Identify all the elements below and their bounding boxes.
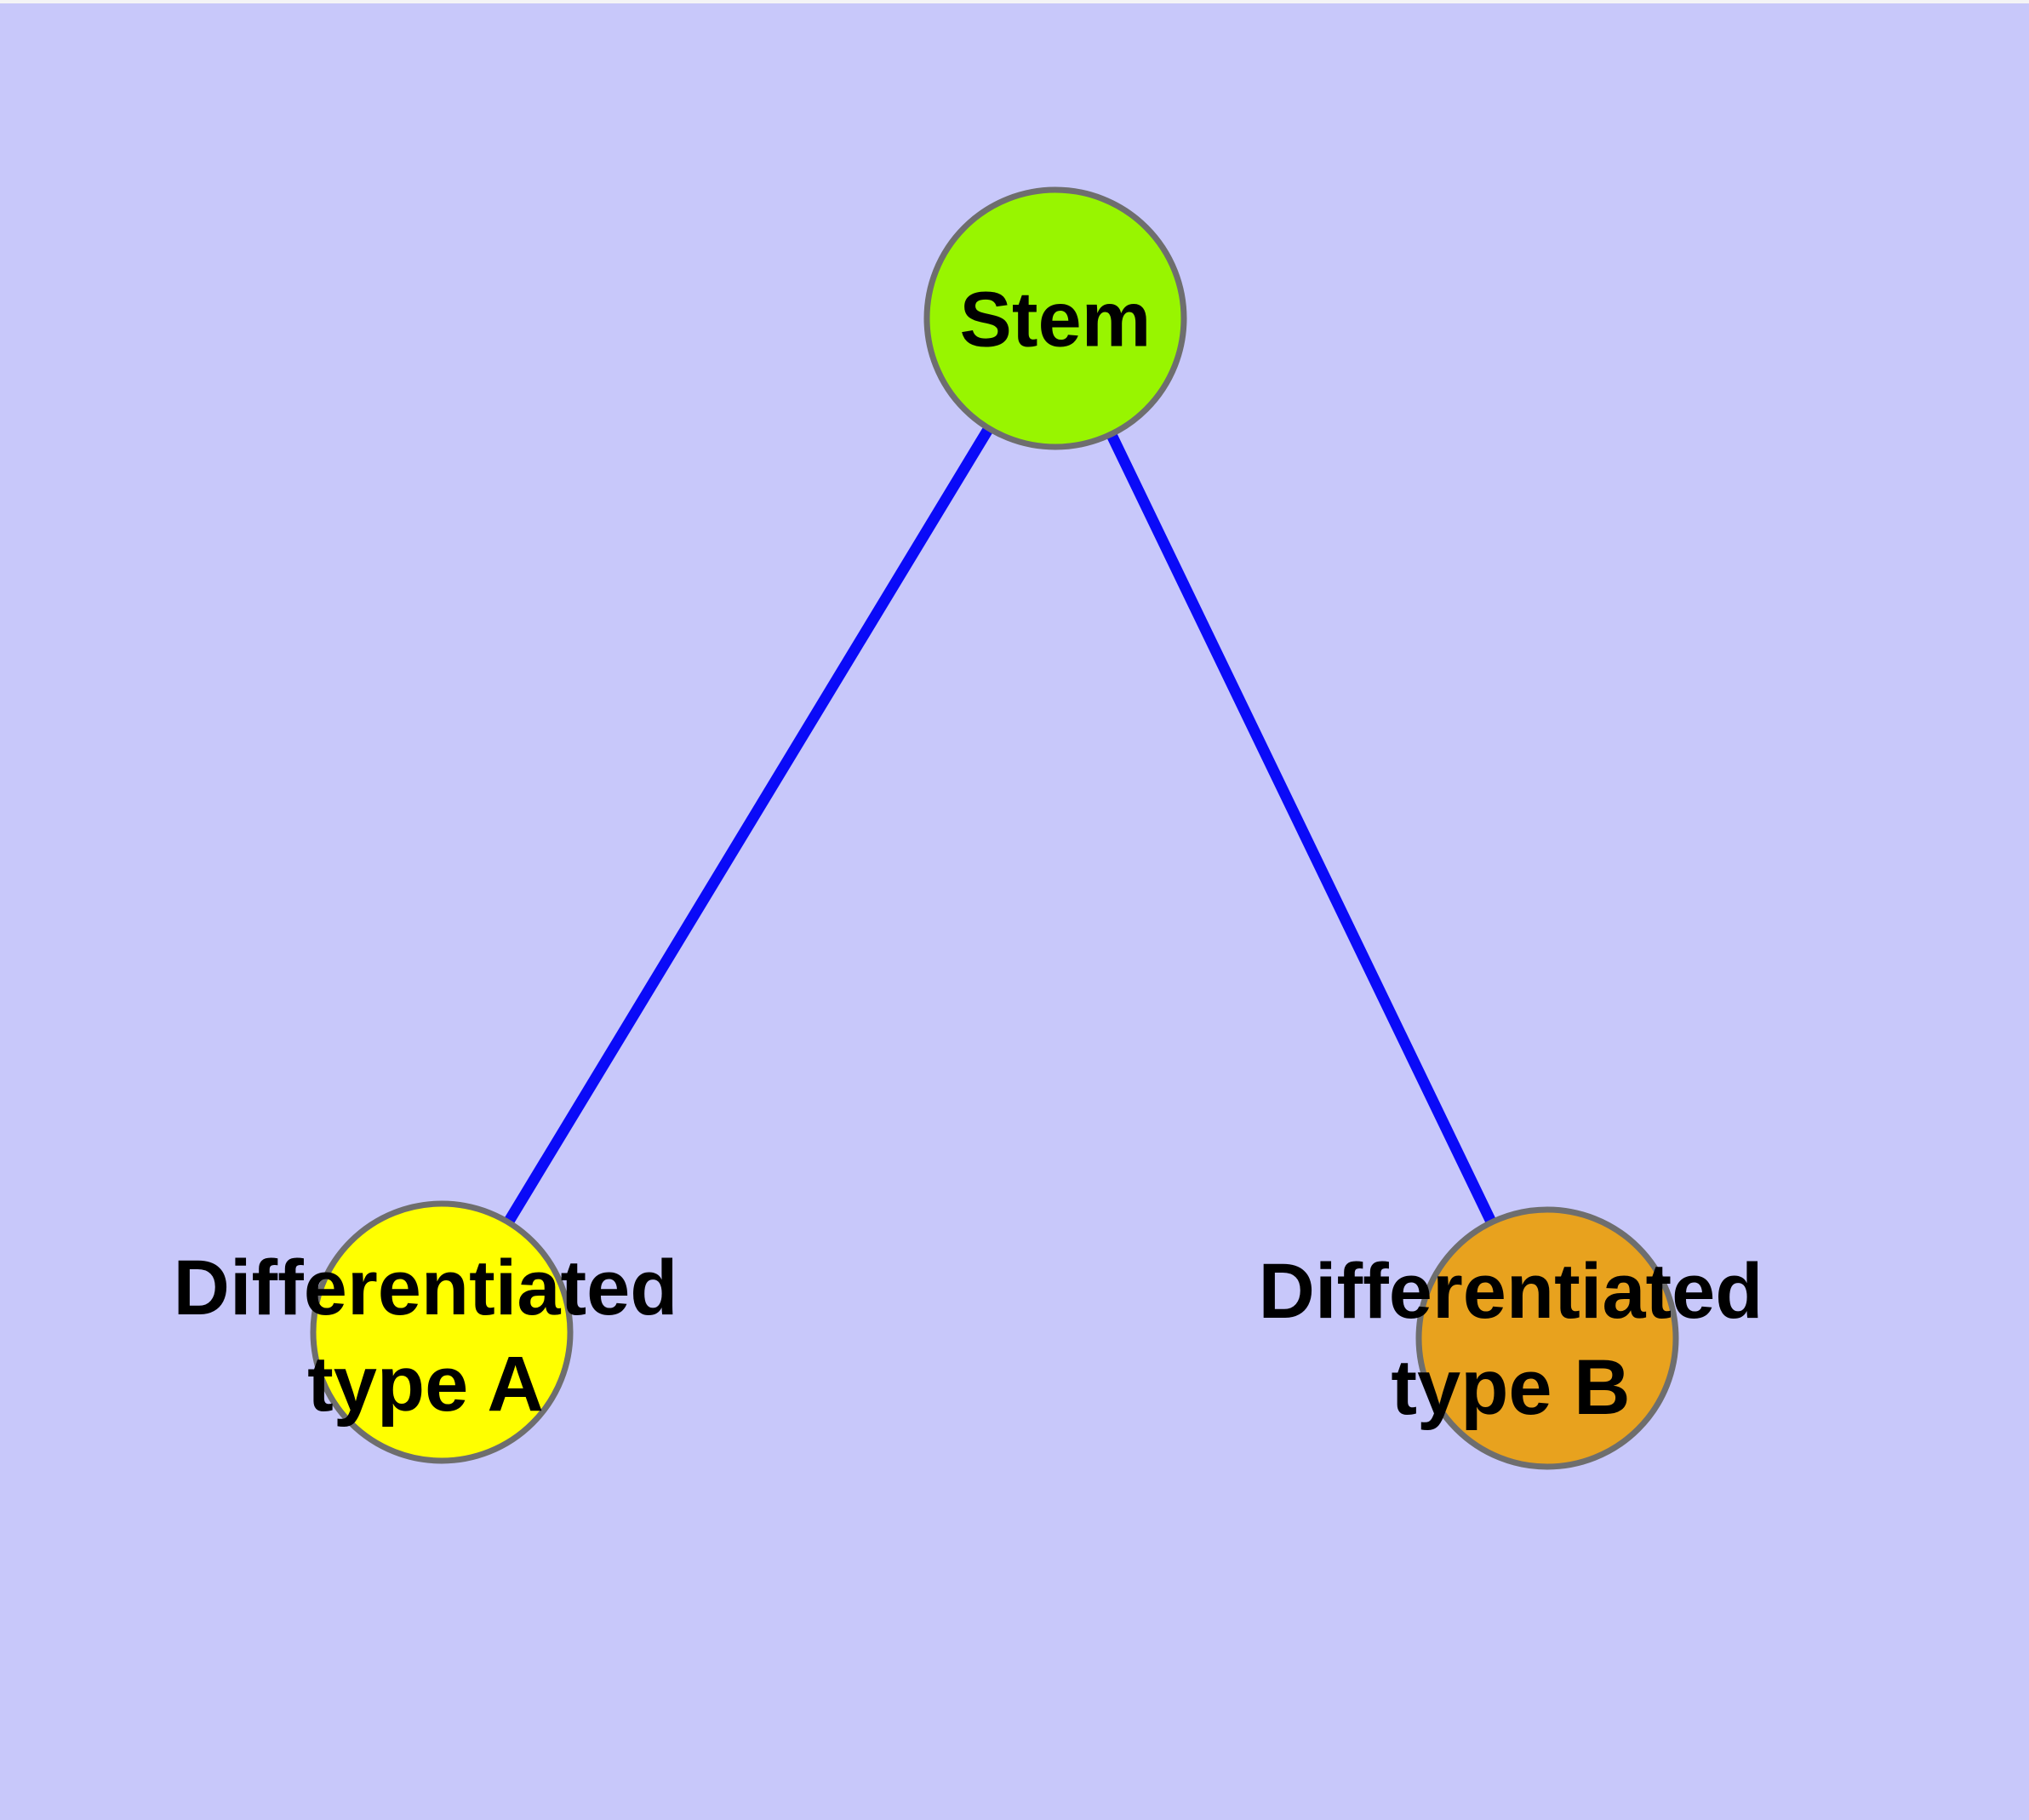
node-circle-differentiated-type-a (310, 1200, 574, 1464)
top-edge-strip (0, 0, 2029, 3)
node-circle-differentiated-type-b (1415, 1206, 1679, 1470)
edge-stem-to-differentiated-type-b (1050, 316, 1552, 1341)
node-circle-stem (923, 186, 1187, 450)
edge-stem-to-differentiated-type-a (437, 315, 1060, 1336)
